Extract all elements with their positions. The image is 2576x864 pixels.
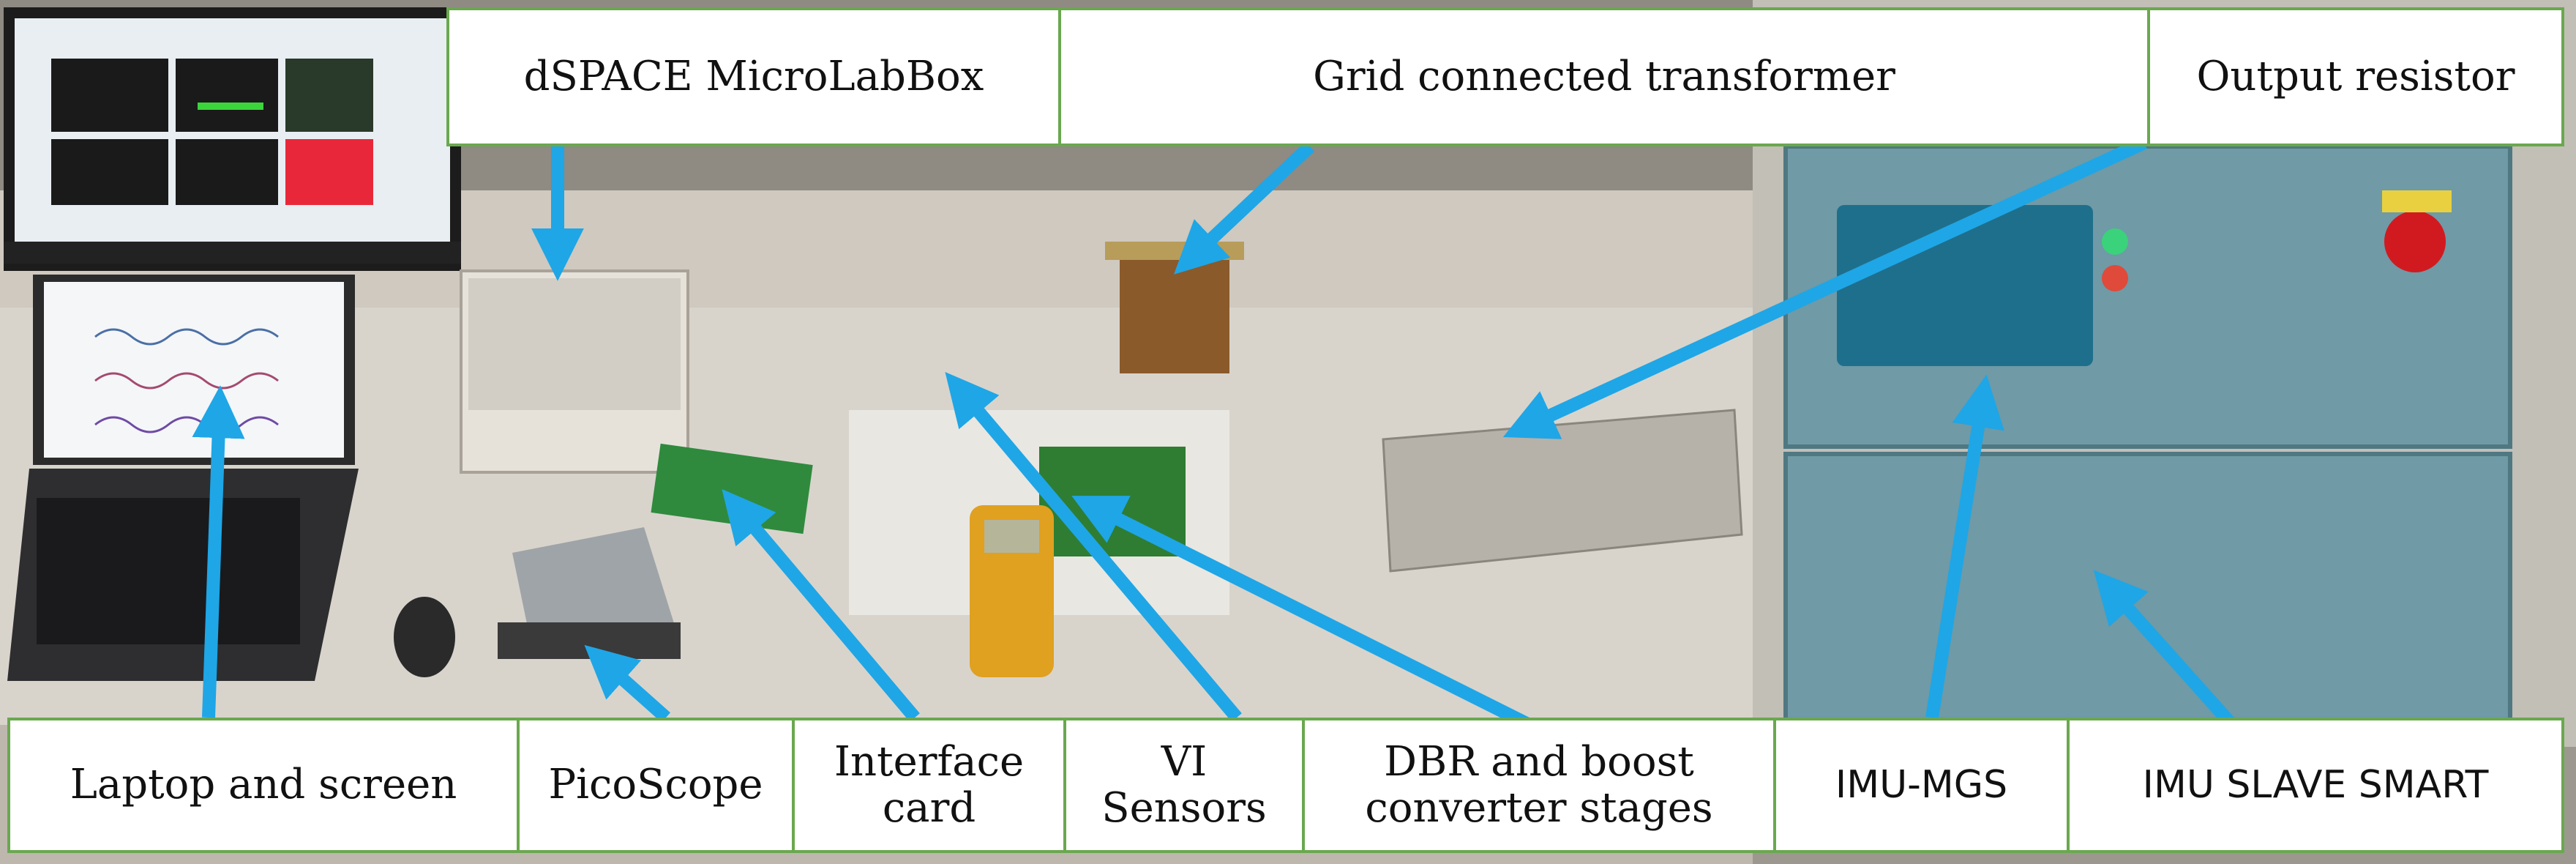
laptop — [7, 275, 359, 681]
imu-slave-smart-unit — [1783, 452, 2512, 749]
label-imu-mgs: IMU-MGS — [1773, 718, 2070, 853]
label-grid-connected-transformer: Grid connected transformer — [1058, 7, 2150, 146]
label-interface-card: Interface card — [792, 718, 1066, 853]
label-vi-sensors: VI Sensors — [1063, 718, 1305, 853]
boost-converter-board — [1039, 447, 1186, 556]
label-laptop-and-screen: Laptop and screen — [7, 718, 520, 853]
label-imu-slave-smart: IMU SLAVE SMART — [2067, 718, 2564, 853]
transformer — [1105, 242, 1244, 373]
dspace-box — [460, 269, 689, 474]
label-dbr-and-boost-converter-stages: DBR and boost converter stages — [1302, 718, 1776, 853]
label-picoscope: PicoScope — [517, 718, 795, 853]
multimeter — [970, 505, 1054, 677]
imu-mgs-unit — [1783, 144, 2512, 449]
label-output-resistor: Output resistor — [2147, 7, 2564, 146]
label-dspace-microlabbox: dSPACE MicroLabBox — [446, 7, 1061, 146]
monitor — [4, 7, 461, 271]
mouse — [394, 597, 455, 677]
